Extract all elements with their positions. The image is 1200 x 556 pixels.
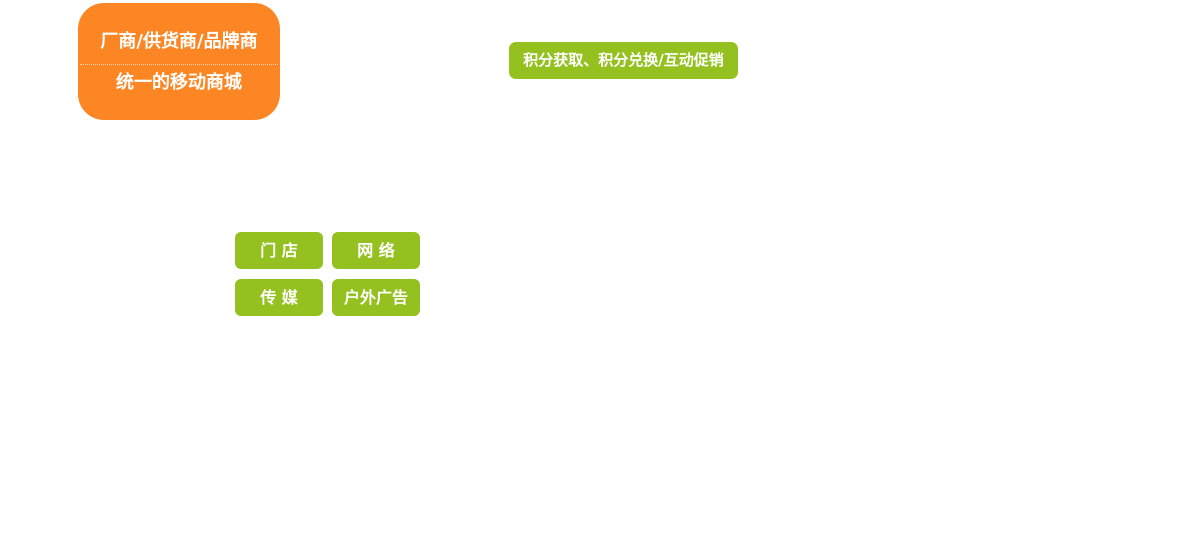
channel-store: 门 店 <box>235 232 323 269</box>
points-promotion-label: 积分获取、积分兑换/互动促销 <box>509 42 738 79</box>
brand-box-line-2: 统一的移动商城 <box>116 72 242 93</box>
channel-network: 网 络 <box>332 232 420 269</box>
channel-media: 传 媒 <box>235 279 323 316</box>
channel-outdoor: 户外广告 <box>332 279 420 316</box>
brand-box-divider <box>80 64 278 65</box>
brand-box-line-1: 厂商/供货商/品牌商 <box>100 31 258 52</box>
brand-mall-box: 厂商/供货商/品牌商 统一的移动商城 <box>78 3 280 120</box>
